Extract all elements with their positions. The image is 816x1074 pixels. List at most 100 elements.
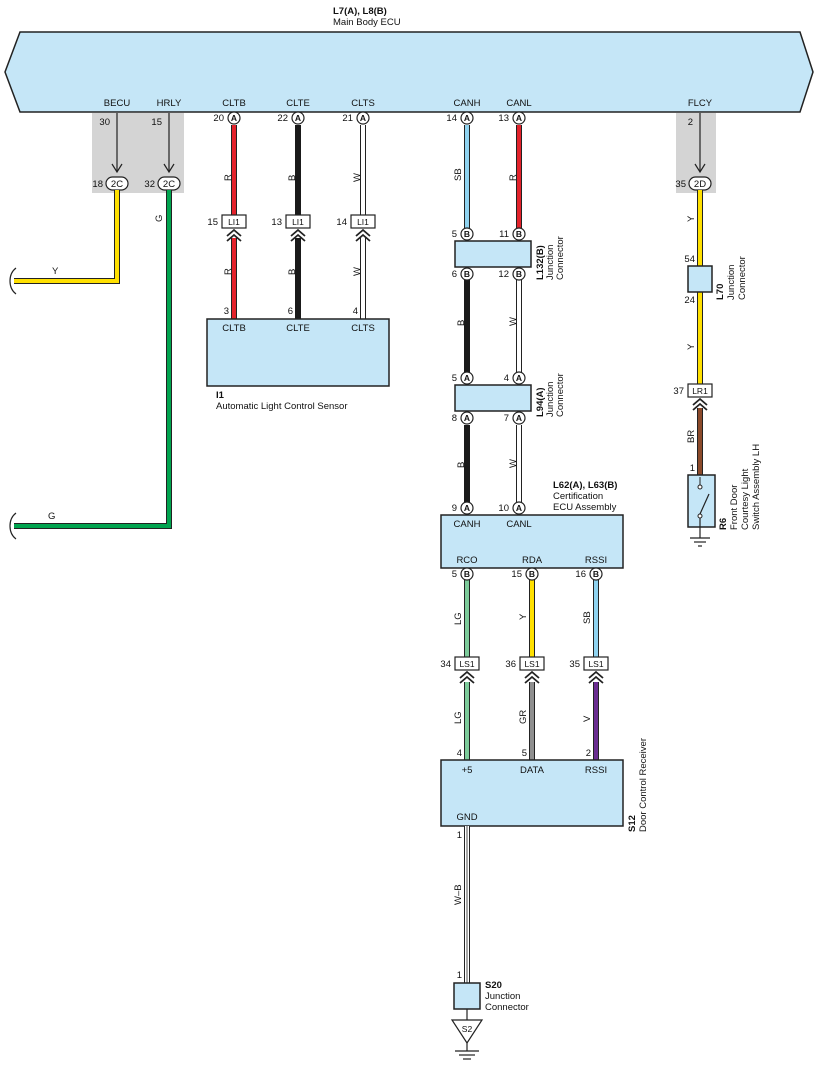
svg-text:RDA: RDA <box>522 555 543 566</box>
svg-text:16: 16 <box>575 569 586 580</box>
svg-text:35: 35 <box>569 659 580 670</box>
wire-label-clts-bottom: W <box>352 267 363 276</box>
svg-text:Junction: Junction <box>545 245 556 280</box>
svg-text:7: 7 <box>504 413 509 424</box>
svg-text:2C: 2C <box>163 179 175 190</box>
svg-text:B: B <box>593 569 599 579</box>
svg-text:LS1: LS1 <box>524 659 539 669</box>
wire-label-flcy-2: Y <box>686 343 697 350</box>
cert-ecu-code: L62(A), L63(B) <box>553 480 617 491</box>
light-sensor-code: I1 <box>216 390 225 401</box>
svg-text:Switch Assembly LH: Switch Assembly LH <box>751 444 762 530</box>
cert-ecu-name1: Certification <box>553 491 603 502</box>
ecu-pin-name-clte: CLTE <box>286 98 310 109</box>
inline-connector-lr1: LR1 37 <box>673 383 713 411</box>
svg-text:Junction: Junction <box>726 265 737 300</box>
wire-label-rda-top: Y <box>518 613 529 620</box>
ground-wire: 1 W–B <box>453 826 470 983</box>
wire-label-g-branch: G <box>48 511 55 522</box>
ecu-box <box>4 31 814 113</box>
svg-text:35: 35 <box>675 179 686 190</box>
svg-text:CLTB: CLTB <box>222 323 246 334</box>
svg-text:13: 13 <box>498 113 509 124</box>
door-control-receiver: 4 5 2 +5 DATA RSSI GND S12 Door Control … <box>440 738 649 832</box>
svg-text:A: A <box>464 503 470 513</box>
wire-label-y-branch: Y <box>52 266 59 277</box>
svg-text:A: A <box>516 413 522 423</box>
wire-label-canh-1: SB <box>453 168 464 181</box>
svg-text:CANL: CANL <box>506 519 531 530</box>
wire-green-branch: G G <box>9 190 172 540</box>
svg-text:LI1: LI1 <box>228 217 240 227</box>
svg-text:6: 6 <box>452 269 457 280</box>
switch-lever <box>699 493 710 515</box>
svg-text:A: A <box>516 113 522 123</box>
wire-label-clts-top: W <box>352 173 363 182</box>
wire-label-canl-1: R <box>508 174 519 181</box>
svg-text:Connector: Connector <box>485 1002 529 1013</box>
inline-connector-ls1-rda: LS1 36 <box>505 656 545 684</box>
svg-text:10: 10 <box>498 503 509 514</box>
pin-becu: 30 <box>99 117 110 128</box>
svg-text:5: 5 <box>452 373 457 384</box>
svg-text:CLTS: CLTS <box>351 323 375 334</box>
wire-label-rda-bottom: GR <box>518 710 529 724</box>
wire-label-clte-top: B <box>287 175 298 181</box>
svg-text:A: A <box>360 113 366 123</box>
wire-label-rssi-bottom: V <box>582 715 593 722</box>
svg-text:4: 4 <box>457 748 462 759</box>
wire-label-canl-2: W <box>508 317 519 326</box>
pin-hrly: 15 <box>151 117 162 128</box>
svg-text:Connector: Connector <box>555 236 566 280</box>
svg-text:Front Door: Front Door <box>729 485 740 530</box>
light-sensor-name: Automatic Light Control Sensor <box>216 401 347 412</box>
svg-text:5: 5 <box>452 229 457 240</box>
svg-text:LR1: LR1 <box>692 386 708 396</box>
svg-text:LI1: LI1 <box>357 217 369 227</box>
svg-text:+5: +5 <box>462 765 473 776</box>
connector-2c-hrly: 2C 32 <box>144 176 181 191</box>
svg-text:B: B <box>516 229 522 239</box>
svg-text:6: 6 <box>288 306 293 317</box>
connector-2c-becu: 2C 18 <box>92 176 129 191</box>
svg-text:Connector: Connector <box>737 256 748 300</box>
svg-text:22: 22 <box>277 113 288 124</box>
svg-text:13: 13 <box>271 217 282 228</box>
svg-text:LI1: LI1 <box>292 217 304 227</box>
inline-connector-ls1-rco: LS1 34 <box>440 656 480 684</box>
svg-text:LS1: LS1 <box>588 659 603 669</box>
svg-text:B: B <box>464 229 470 239</box>
wire-label-flcy-3: BR <box>686 430 697 443</box>
main-body-ecu: L7(A), L8(B) Main Body ECU BECU HRLY CLT… <box>4 6 814 113</box>
ground-point-s2: S2 <box>462 1024 473 1034</box>
cert-ecu-output-pins: B 5 B 15 B 16 <box>452 567 603 581</box>
svg-text:DATA: DATA <box>520 765 545 776</box>
svg-text:4: 4 <box>353 306 358 317</box>
pin-marker-canl: A 13 <box>498 111 526 125</box>
wire-label-canl-3: W <box>508 459 519 468</box>
svg-text:18: 18 <box>92 179 103 190</box>
svg-text:2C: 2C <box>111 179 123 190</box>
svg-text:Junction: Junction <box>485 991 520 1002</box>
internal-wires <box>111 113 706 174</box>
svg-text:LS1: LS1 <box>459 659 474 669</box>
junction-connector-s20: 1 S20 Junction Connector S2 <box>450 970 529 1060</box>
can-wiring <box>464 125 522 502</box>
svg-text:A: A <box>516 503 522 513</box>
svg-text:11: 11 <box>499 229 509 240</box>
wire-label-cltb-bottom: R <box>223 268 234 275</box>
front-door-courtesy-light-switch: 1 R6 Front Door Courtesy Light Switch As… <box>687 444 762 547</box>
junction-connector-l94: A 5 A 4 A 8 A 7 L94(A) Junction Connecto… <box>452 371 566 425</box>
inline-connector-ls1-rssi: LS1 35 <box>569 656 609 684</box>
junction-connector-l132: B 5 B 11 B 6 B 12 L132(B) Junction Conne… <box>452 227 566 281</box>
light-sensor-wiring <box>231 125 366 319</box>
ecu-pin-name-becu: BECU <box>104 98 131 109</box>
svg-text:36: 36 <box>505 659 516 670</box>
automatic-light-control-sensor: 3 6 4 CLTB CLTE CLTS I1 Automatic Light … <box>206 306 390 412</box>
svg-text:Courtesy Light: Courtesy Light <box>740 468 751 530</box>
wire-label-cltb-top: R <box>223 174 234 181</box>
svg-text:21: 21 <box>342 113 353 124</box>
svg-text:GND: GND <box>456 812 477 823</box>
inline-connector-li1-clts: LI1 14 <box>336 214 376 242</box>
receiver-wiring <box>464 580 599 760</box>
